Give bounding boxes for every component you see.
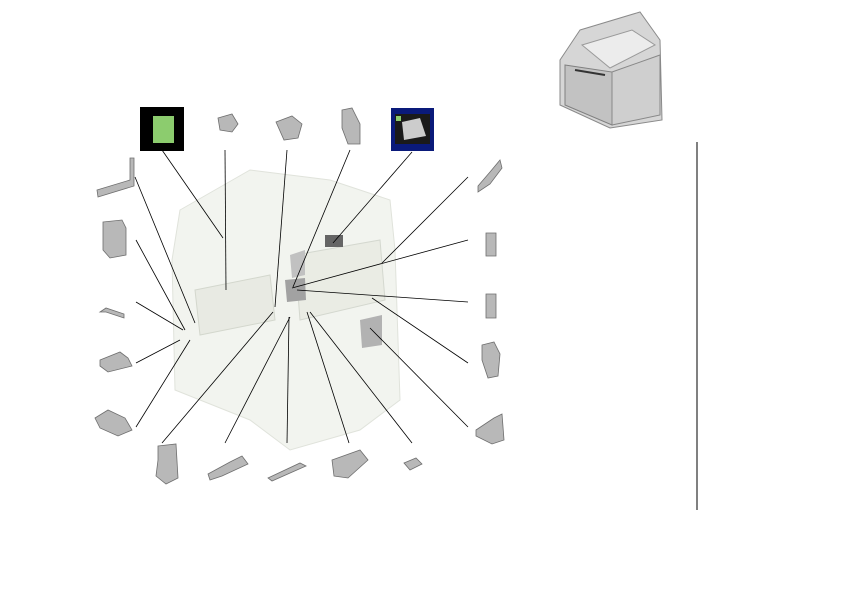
exploded-part bbox=[475, 413, 505, 445]
leader-line bbox=[332, 151, 413, 244]
leader-line bbox=[135, 239, 186, 331]
leader-line bbox=[296, 289, 469, 303]
exploded-part bbox=[207, 455, 249, 481]
exploded-part bbox=[217, 113, 239, 133]
leader-line bbox=[135, 339, 181, 364]
leader-line bbox=[309, 311, 413, 444]
exploded-part bbox=[98, 307, 125, 319]
leader-line bbox=[134, 176, 196, 324]
leader-line bbox=[135, 339, 191, 428]
leader-line bbox=[224, 149, 227, 291]
leader-line bbox=[291, 239, 469, 289]
board-in-assembly bbox=[325, 235, 343, 247]
exploded-part bbox=[477, 159, 503, 193]
label-part-green bbox=[140, 107, 184, 151]
main-assembly-ghost bbox=[171, 169, 401, 451]
leader-line bbox=[371, 297, 469, 364]
leader-line bbox=[369, 327, 469, 428]
leader-line bbox=[224, 316, 291, 444]
exploded-part bbox=[275, 115, 303, 141]
exploded-part bbox=[481, 341, 501, 379]
leader-line bbox=[306, 311, 350, 444]
parts-group bbox=[94, 107, 505, 485]
overview-assembly-thumbnail bbox=[559, 11, 663, 129]
leader-line bbox=[292, 149, 351, 288]
exploded-part bbox=[155, 443, 179, 485]
leader-line bbox=[286, 316, 290, 444]
exploded-part bbox=[331, 449, 369, 479]
exploded-part bbox=[99, 351, 133, 373]
leader-line bbox=[274, 149, 288, 308]
exploded-part bbox=[341, 107, 361, 145]
leader-line bbox=[135, 301, 184, 331]
label-part-blue bbox=[391, 108, 434, 151]
leader-lines bbox=[134, 149, 469, 444]
exploded-part bbox=[485, 232, 497, 257]
leader-line bbox=[161, 149, 224, 239]
exploded-part bbox=[267, 462, 307, 482]
exploded-part bbox=[485, 293, 497, 319]
exploded-part bbox=[96, 157, 135, 198]
exploded-part bbox=[102, 219, 127, 259]
leader-line bbox=[381, 176, 469, 264]
leader-line bbox=[161, 311, 274, 444]
exploded-part bbox=[94, 409, 133, 437]
exploded-part bbox=[403, 457, 423, 471]
